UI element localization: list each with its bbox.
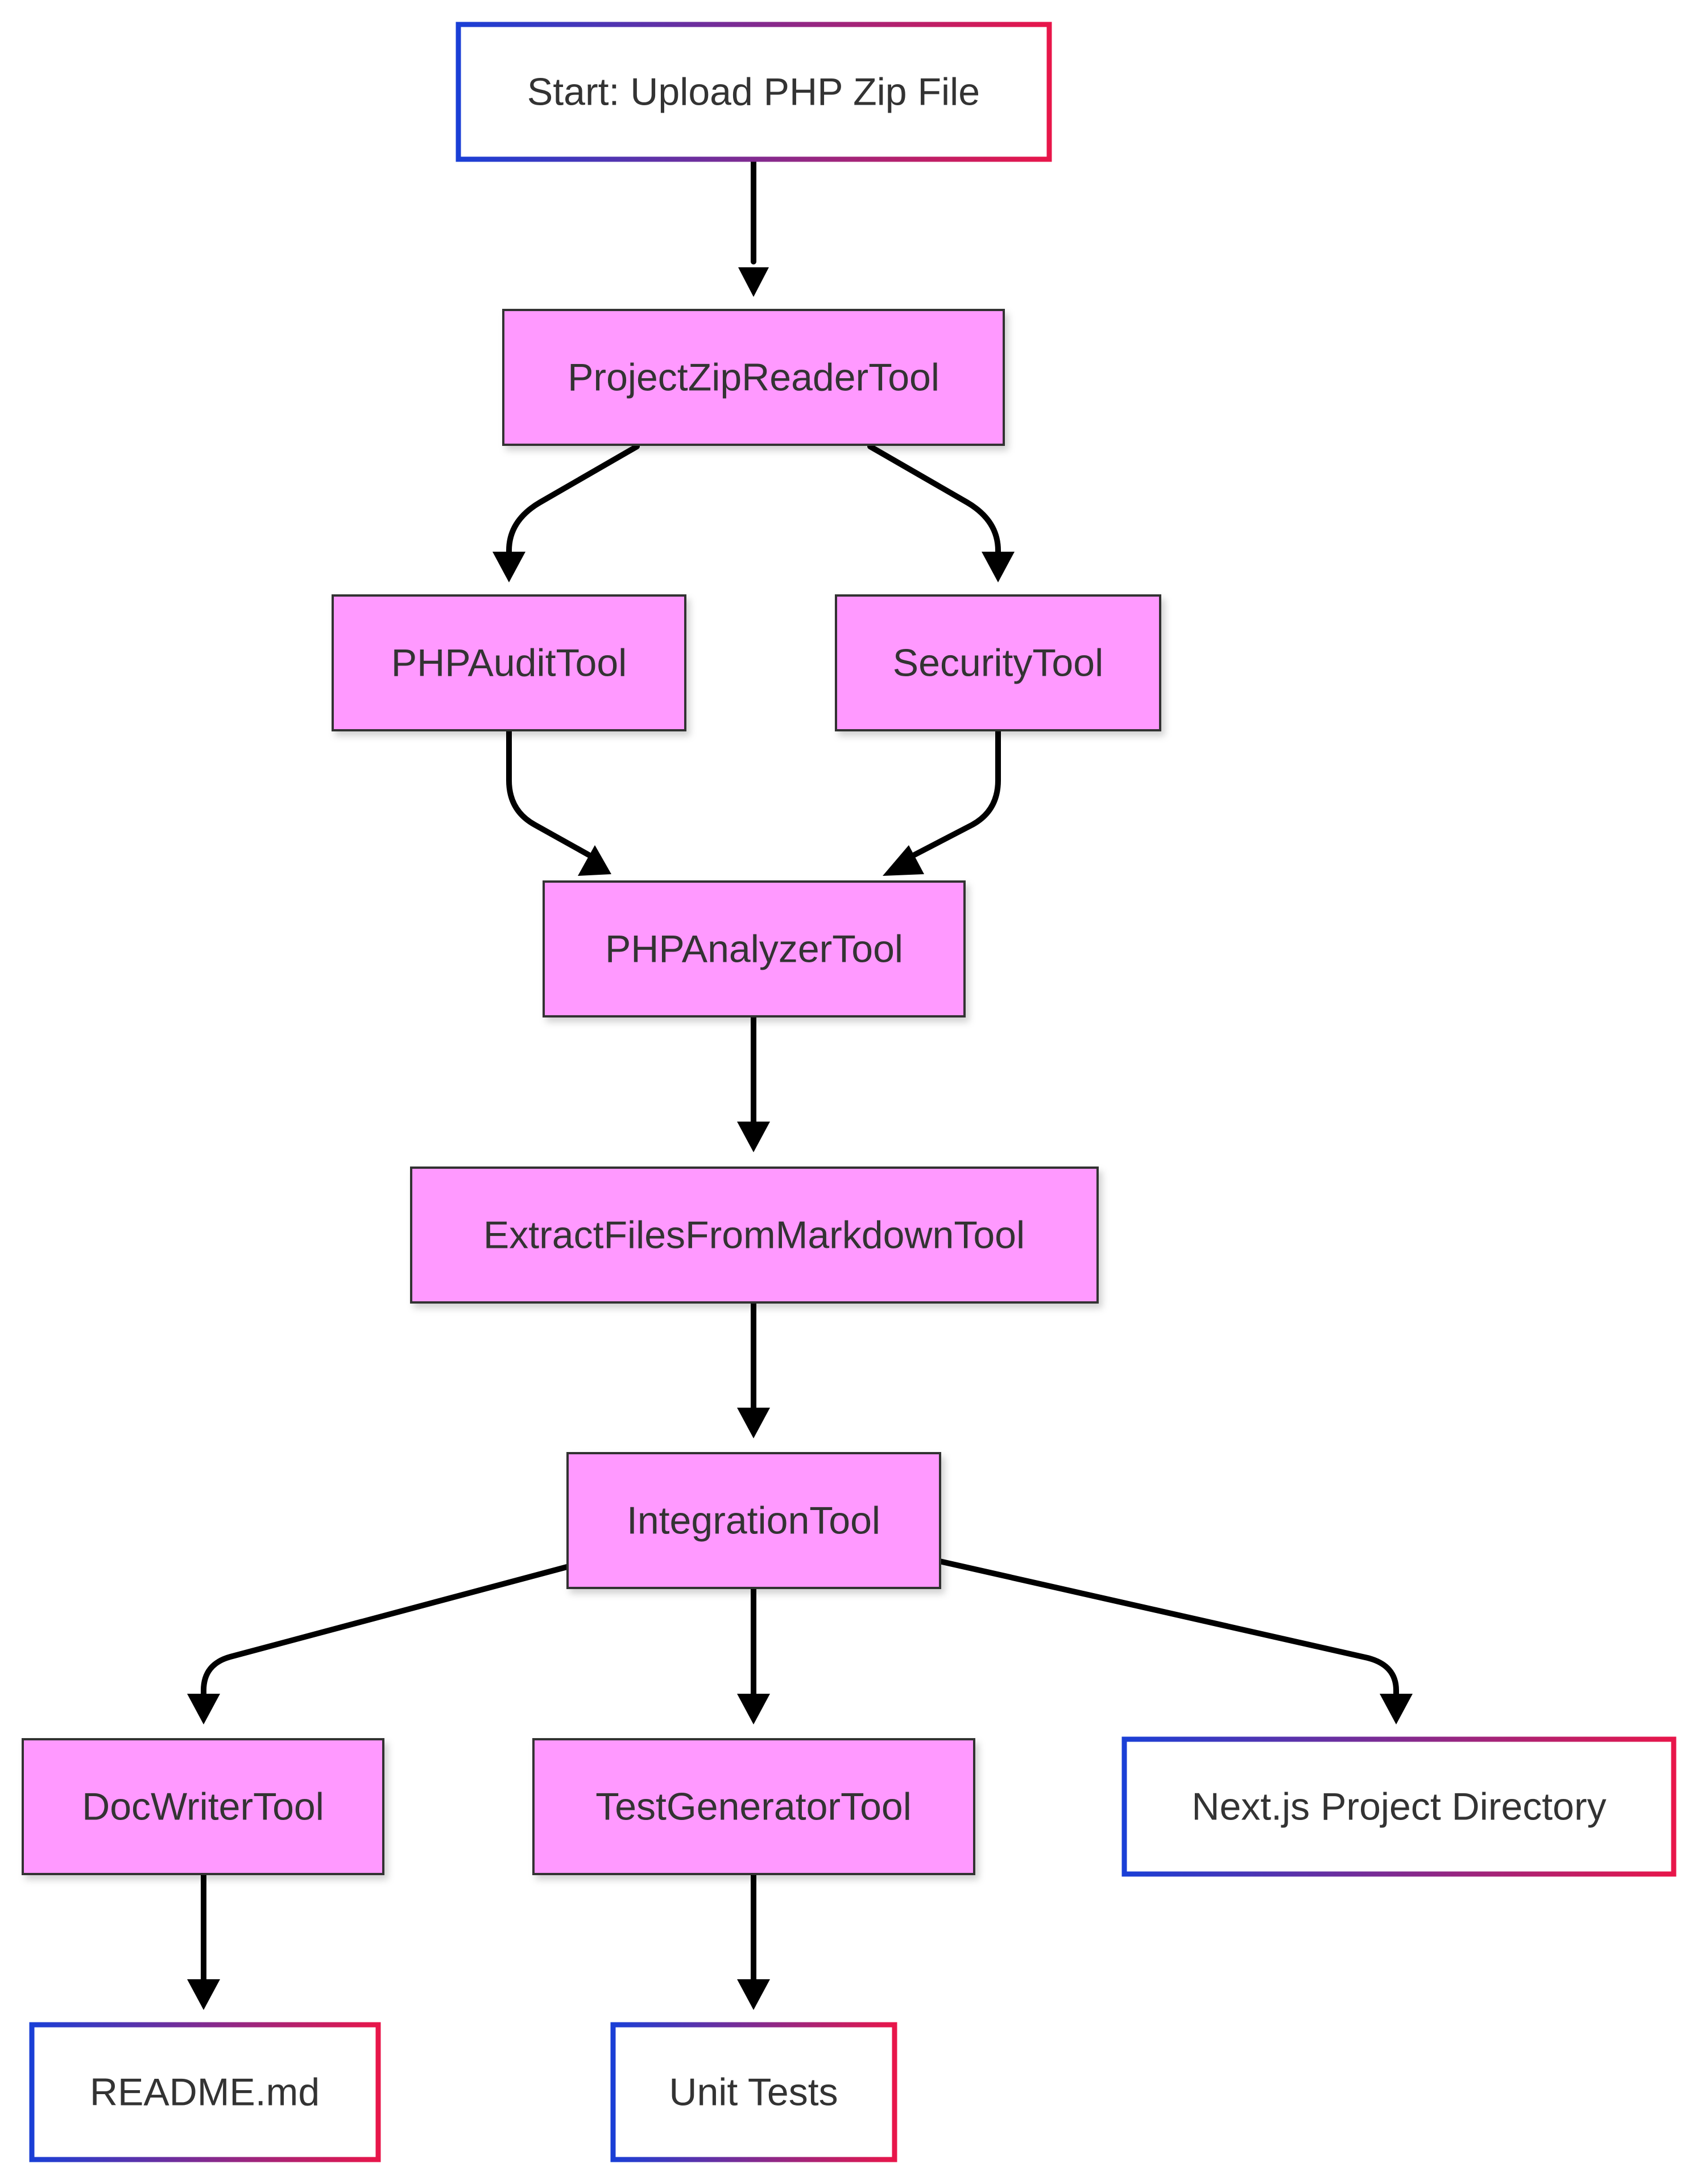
node-doc-writer-box (22, 1738, 384, 1875)
node-unit-tests[interactable]: Unit Tests (610, 2022, 897, 2162)
edge-extract-files-to-integration (737, 1300, 770, 1438)
node-security-label: SecurityTool (893, 642, 1103, 685)
edges (187, 156, 1413, 2010)
node-unit-tests-box (610, 2022, 897, 2162)
edge-integration-to-test-generator (737, 1585, 770, 1724)
node-test-generator-label: TestGeneratorTool (595, 1785, 912, 1829)
edge-security-to-php-analyzer (883, 728, 1001, 876)
node-readme-box (29, 2022, 381, 2162)
node-doc-writer[interactable]: DocWriterTool (22, 1738, 384, 1875)
node-extract-files-box (410, 1167, 1099, 1304)
node-doc-writer-label: DocWriterTool (82, 1785, 324, 1829)
node-start[interactable]: Start: Upload PHP Zip File (456, 22, 1052, 162)
node-php-analyzer-label: PHPAnalyzerTool (605, 928, 903, 971)
edge-start-to-zip-reader (738, 156, 769, 297)
nodes: Start: Upload PHP Zip File ProjectZipRea… (22, 22, 1677, 2162)
node-start-box (456, 22, 1052, 162)
node-zip-reader-label: ProjectZipReaderTool (568, 356, 939, 399)
node-readme[interactable]: README.md (29, 2022, 381, 2162)
node-php-audit[interactable]: PHPAuditTool (332, 594, 686, 731)
node-nextjs-dir-label: Next.js Project Directory (1191, 1785, 1606, 1829)
node-zip-reader-box (502, 309, 1005, 446)
node-test-generator[interactable]: TestGeneratorTool (532, 1738, 975, 1875)
node-php-audit-label: PHPAuditTool (391, 642, 627, 685)
node-integration-box (566, 1452, 941, 1589)
edge-doc-writer-to-readme (187, 1870, 220, 2010)
edge-integration-to-doc-writer (187, 1564, 570, 1724)
node-integration-label: IntegrationTool (627, 1499, 880, 1542)
node-nextjs-dir[interactable]: Next.js Project Directory (1121, 1736, 1677, 1877)
node-extract-files-label: ExtractFilesFromMarkdownTool (483, 1214, 1025, 1257)
node-php-audit-box (332, 594, 686, 731)
node-zip-reader[interactable]: ProjectZipReaderTool (502, 309, 1005, 446)
node-unit-tests-label: Unit Tests (669, 2071, 838, 2114)
edge-php-audit-to-php-analyzer (506, 728, 611, 876)
edge-php-analyzer-to-extract-files (737, 1014, 770, 1152)
node-extract-files[interactable]: ExtractFilesFromMarkdownTool (410, 1167, 1099, 1304)
node-security[interactable]: SecurityTool (835, 594, 1161, 731)
node-nextjs-dir-box (1121, 1736, 1677, 1877)
node-test-generator-box (532, 1738, 975, 1875)
edge-zip-reader-to-security (867, 444, 1015, 582)
node-readme-label: README.md (90, 2071, 320, 2114)
node-security-box (835, 594, 1161, 731)
node-integration[interactable]: IntegrationTool (566, 1452, 941, 1589)
edge-zip-reader-to-php-audit (492, 444, 640, 582)
node-php-analyzer[interactable]: PHPAnalyzerTool (543, 880, 966, 1017)
edge-test-generator-to-unit-tests (737, 1870, 770, 2010)
edge-integration-to-nextjs-dir (937, 1558, 1413, 1724)
node-php-analyzer-box (543, 880, 966, 1017)
node-start-label: Start: Upload PHP Zip File (527, 71, 980, 114)
